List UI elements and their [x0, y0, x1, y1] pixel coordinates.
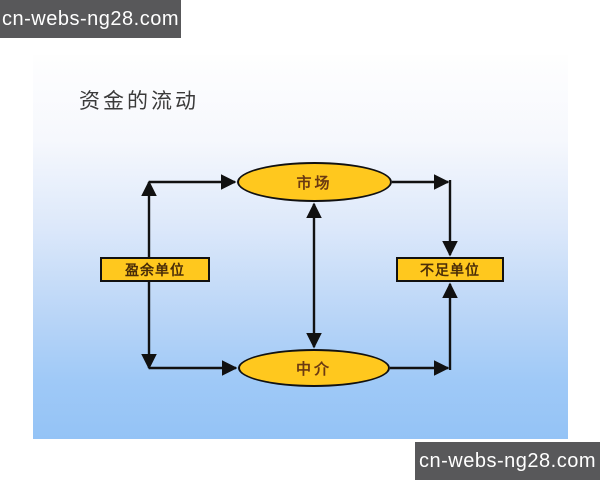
node-intermediary-label: 中介 [295, 360, 332, 378]
watermark-bottom-right: cn-webs-ng28.com [415, 442, 600, 480]
node-surplus-units: 盈余单位 [100, 257, 210, 282]
diagram-connectors [141, 174, 458, 376]
slide-title: 资金的流动 [79, 89, 199, 113]
node-surplus-units-label: 盈余单位 [125, 261, 185, 278]
slide-canvas: 资金的流动 市场 中介 [33, 55, 568, 439]
watermark-top-left: cn-webs-ng28.com [0, 0, 181, 38]
node-intermediary: 中介 [238, 349, 390, 387]
node-market-label: 市场 [296, 174, 333, 192]
node-market: 市场 [237, 162, 392, 202]
node-deficit-units-label: 不足单位 [420, 261, 480, 278]
node-deficit-units: 不足单位 [396, 257, 504, 282]
